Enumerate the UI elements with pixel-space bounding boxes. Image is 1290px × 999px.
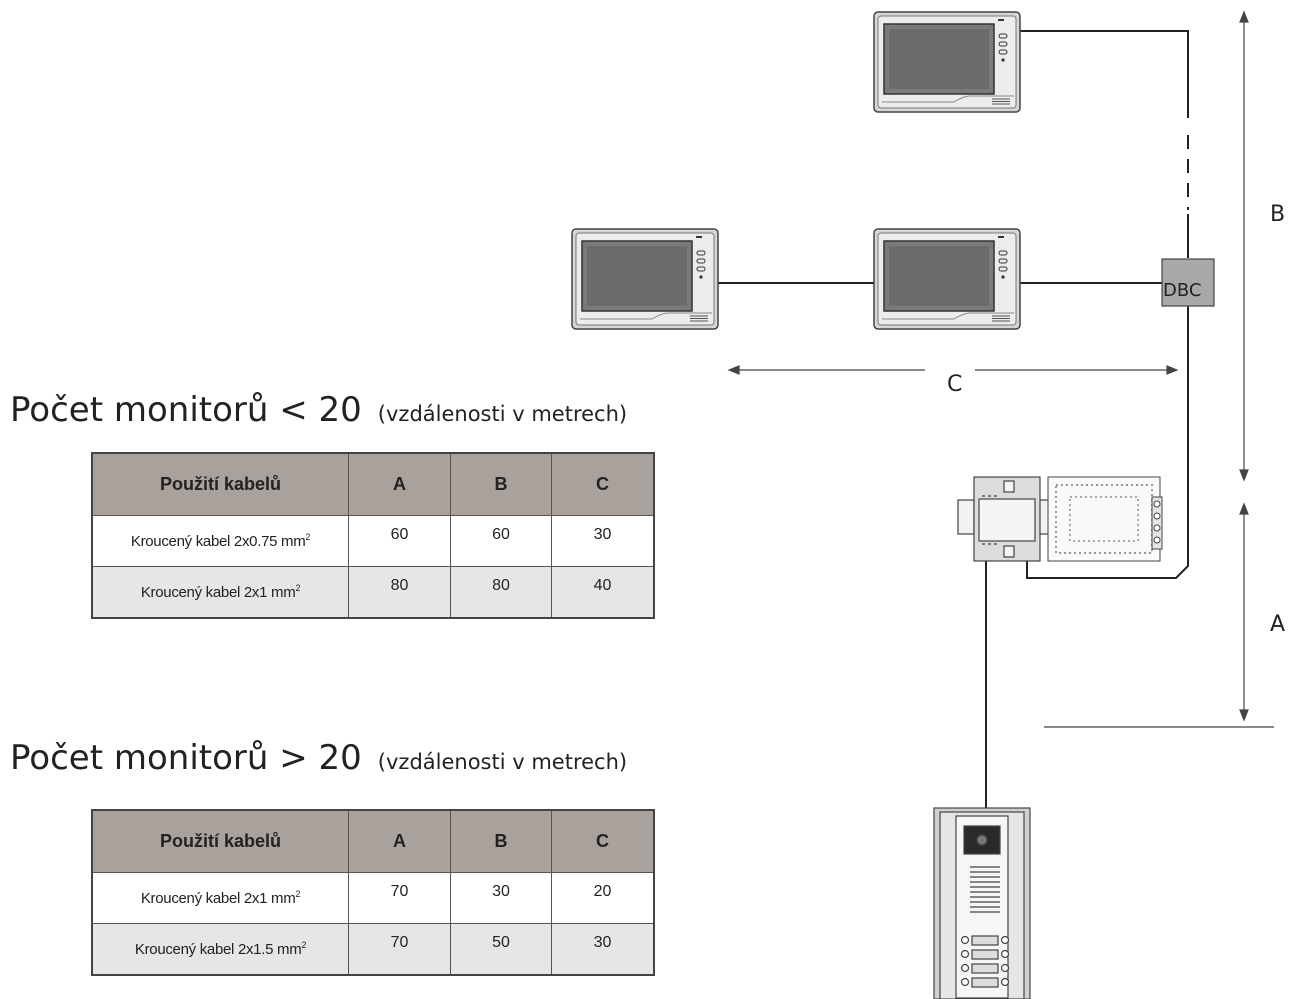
distance-a-cell: 60 xyxy=(348,515,451,567)
column-header: C xyxy=(551,452,655,516)
distance-b-cell: 80 xyxy=(450,566,552,618)
controller-unit xyxy=(957,476,1051,562)
cable-table-over-20: Použití kabelů A B C Kroucený kabel 2x1 … xyxy=(91,809,655,976)
wires xyxy=(718,30,1189,808)
column-header: B xyxy=(450,809,552,873)
column-header: C xyxy=(551,809,655,873)
heading-title: Počet monitorů > 20 xyxy=(10,738,362,778)
cable-type-cell: Kroucený kabel 2x1 mm2 xyxy=(91,566,349,618)
wire-dbc-to-psu xyxy=(1026,306,1189,579)
distance-b-cell: 30 xyxy=(450,872,552,924)
dbc-box xyxy=(1161,258,1215,307)
column-header: Použití kabelů xyxy=(91,809,349,873)
cable-table-under-20: Použití kabelů A B C Kroucený kabel 2x0.… xyxy=(91,452,655,619)
distance-a-cell: 70 xyxy=(348,872,451,924)
table-row: Kroucený kabel 2x1.5 mm2 70 50 30 xyxy=(91,923,655,975)
dimension-label-c: C xyxy=(947,372,963,397)
distance-a-cell: 70 xyxy=(348,923,451,975)
distance-c-cell: 30 xyxy=(551,923,655,975)
wire-top-monitor xyxy=(1020,30,1189,118)
cable-type-cell: Kroucený kabel 2x1.5 mm2 xyxy=(91,923,349,975)
column-header: B xyxy=(450,452,552,516)
monitor-left xyxy=(571,228,719,330)
column-header: Použití kabelů xyxy=(91,452,349,516)
table-row: Kroucený kabel 2x0.75 mm2 60 60 30 xyxy=(91,515,655,567)
section-heading-under-20: Počet monitorů < 20 (vzdálenosti v metrec… xyxy=(10,390,627,430)
monitor-middle xyxy=(873,228,1021,330)
distance-c-cell: 40 xyxy=(551,566,655,618)
distance-a-cell: 80 xyxy=(348,566,451,618)
power-supply xyxy=(1047,476,1163,562)
section-heading-over-20: Počet monitorů > 20 (vzdálenosti v metrec… xyxy=(10,738,627,778)
dimension-label-a: A xyxy=(1270,612,1286,637)
distance-b-cell: 60 xyxy=(450,515,552,567)
heading-title: Počet monitorů < 20 xyxy=(10,390,362,430)
monitor-top xyxy=(873,11,1021,113)
table-row: Kroucený kabel 2x1 mm2 70 30 20 xyxy=(91,872,655,924)
distance-c-cell: 30 xyxy=(551,515,655,567)
table-row: Kroucený kabel 2x1 mm2 80 80 40 xyxy=(91,566,655,618)
distance-c-cell: 20 xyxy=(551,872,655,924)
dbc-label: DBC xyxy=(1163,280,1202,301)
cable-type-cell: Kroucený kabel 2x1 mm2 xyxy=(91,872,349,924)
distance-b-cell: 50 xyxy=(450,923,552,975)
dimension-lines xyxy=(727,10,1274,728)
column-header: A xyxy=(348,452,451,516)
cable-type-cell: Kroucený kabel 2x0.75 mm2 xyxy=(91,515,349,567)
heading-subtitle: (vzdálenosti v metrech) xyxy=(377,402,628,426)
dimension-label-b: B xyxy=(1270,202,1286,227)
door-panel xyxy=(933,807,1031,999)
column-header: A xyxy=(348,809,451,873)
heading-subtitle: (vzdálenosti v metrech) xyxy=(377,750,628,774)
